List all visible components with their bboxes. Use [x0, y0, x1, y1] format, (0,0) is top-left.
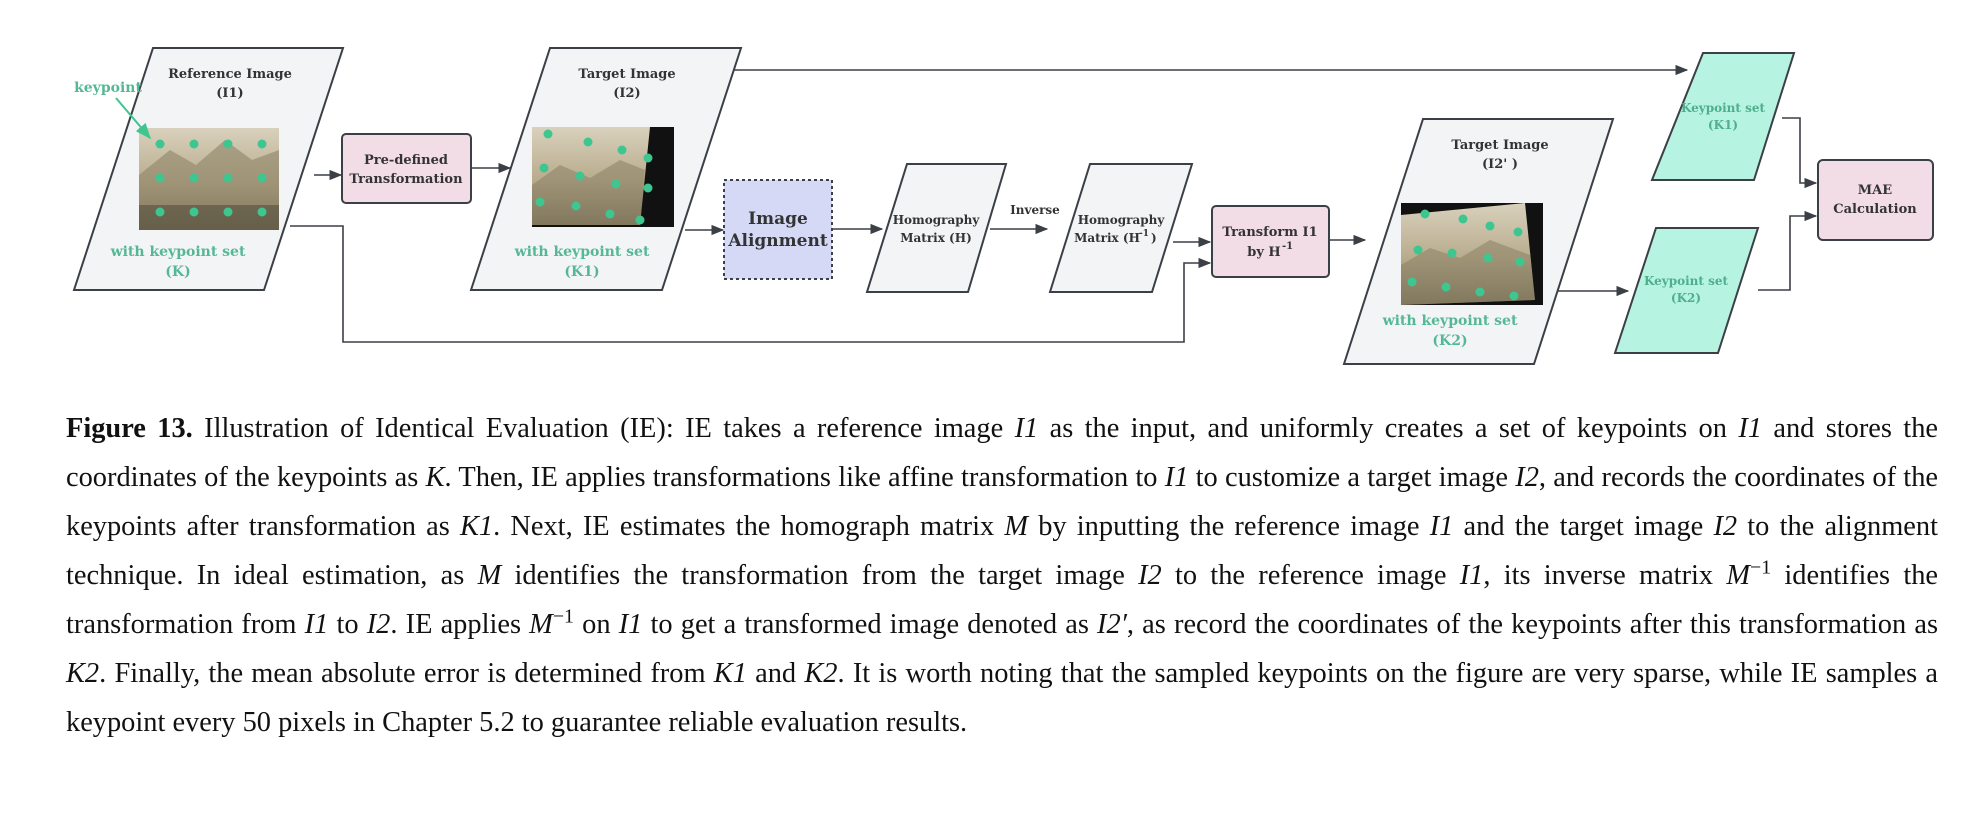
predefined-transformation-node: Pre-defined Transformation	[341, 133, 472, 204]
caption-math: I1	[304, 609, 329, 640]
image-alignment-node: Image Alignment	[723, 179, 833, 280]
transform-i1-line2: by H	[1247, 245, 1280, 260]
caption-label: Figure 13.	[66, 413, 193, 444]
transform-i1-node: Transform I1 by H -1	[1211, 205, 1330, 278]
transform-i1-sup: -1	[1282, 241, 1293, 252]
predefined-line2: Transformation	[349, 172, 463, 187]
caption-math: M	[477, 560, 502, 591]
target-keypoints	[535, 129, 653, 225]
caption-math: K2	[66, 658, 100, 689]
caption-math-sup: −1	[1750, 556, 1772, 579]
k1-line2: (K1)	[1708, 118, 1738, 132]
edges	[290, 64, 1818, 343]
caption-math: I1	[1738, 413, 1762, 444]
mae-line1: MAE	[1858, 183, 1892, 198]
caption-math: I2	[366, 609, 391, 640]
k1-line1: Keypoint set	[1681, 101, 1766, 115]
k2-line1: Keypoint set	[1644, 274, 1729, 288]
target-prime-photo	[1401, 203, 1543, 305]
target-prime-title: Target Image	[1451, 138, 1548, 153]
caption-math: K	[425, 462, 445, 493]
caption-math: I2′	[1097, 609, 1127, 640]
homography-hinv-line2: Matrix (H	[1074, 231, 1140, 245]
caption-math: K2	[804, 658, 838, 689]
caption-math: I1	[1164, 462, 1189, 493]
target-set-name: (K1)	[564, 264, 599, 280]
homography-h-node: Homography Matrix (H)	[865, 163, 1008, 293]
mae-node: MAE Calculation	[1817, 159, 1934, 241]
homography-hinv-sup: -1	[1139, 229, 1149, 239]
homography-h-line2: Matrix (H)	[900, 231, 972, 245]
edge-ref-to-transform	[290, 225, 1212, 343]
homography-h-inverse-node: Homography Matrix (H -1 )	[1048, 163, 1194, 293]
target-prime-set-label: with keypoint set	[1382, 313, 1518, 329]
caption-math: I1	[1014, 413, 1039, 444]
reference-image-sub: (I1)	[216, 86, 243, 101]
image-alignment-line2: Alignment	[727, 231, 828, 251]
target-prime-keypoints	[1407, 209, 1525, 301]
caption-math: I2	[1713, 511, 1738, 542]
homography-hinv-close: )	[1151, 231, 1157, 245]
reference-image-node: Reference Image (I1) with keypoint set (…	[72, 47, 345, 291]
homography-h-line1: Homography	[893, 213, 981, 227]
keypoint-set-k2-node: Keypoint set (K2)	[1613, 227, 1760, 354]
reference-set-name: (K)	[165, 264, 190, 280]
edge-k2-to-mae	[1758, 210, 1818, 291]
caption-math: I2	[1515, 462, 1539, 493]
keypoint-set-k1-node: Keypoint set (K1)	[1650, 52, 1796, 181]
target-set-label: with keypoint set	[514, 244, 650, 260]
caption-math-sup: −1	[552, 605, 574, 628]
caption-math: I1	[1459, 560, 1484, 591]
target-image-title: Target Image	[578, 67, 675, 82]
caption-body: Illustration of Identical Evaluation (IE…	[66, 413, 1939, 738]
caption-math: I2	[1138, 560, 1162, 591]
caption-math: K1	[713, 658, 747, 689]
target-image-prime-node: Target Image (I2' ) with keypoint set (K…	[1342, 118, 1615, 365]
keypoint-annotation: keypoint	[74, 80, 152, 140]
caption-math: M	[1004, 511, 1029, 542]
image-alignment-line1: Image	[748, 209, 808, 229]
reference-set-label: with keypoint set	[110, 244, 246, 260]
homography-hinv-line1: Homography	[1078, 213, 1166, 227]
keypoint-annotation-label: keypoint	[74, 80, 142, 96]
keypoint-annotation-arrow	[115, 97, 152, 140]
reference-image-title: Reference Image	[168, 67, 292, 82]
caption-math: K1	[459, 511, 494, 542]
target-image-sub: (I2)	[613, 86, 640, 101]
caption-math: M	[1726, 560, 1751, 591]
figure-caption: Figure 13. Illustration of Identical Eva…	[66, 404, 1938, 747]
target-image-node: Target Image (I2) with keypoint set (K1)	[469, 47, 743, 291]
predefined-line1: Pre-defined	[364, 153, 448, 168]
reference-keypoints	[155, 139, 267, 217]
inverse-label: Inverse	[1010, 203, 1060, 217]
k2-line2: (K2)	[1671, 291, 1701, 305]
caption-math: I1	[1429, 511, 1454, 542]
target-prime-sub: (I2' )	[1482, 157, 1518, 172]
target-photo	[532, 127, 674, 227]
ie-flow-diagram: Reference Image (I1) with keypoint set (…	[72, 47, 1934, 365]
transform-i1-line1: Transform I1	[1222, 225, 1317, 240]
edge-k1-to-mae	[1782, 117, 1818, 189]
caption-math: I1	[618, 609, 643, 640]
target-prime-set-name: (K2)	[1432, 333, 1467, 349]
caption-math: M	[529, 609, 553, 640]
mae-line2: Calculation	[1833, 202, 1917, 217]
